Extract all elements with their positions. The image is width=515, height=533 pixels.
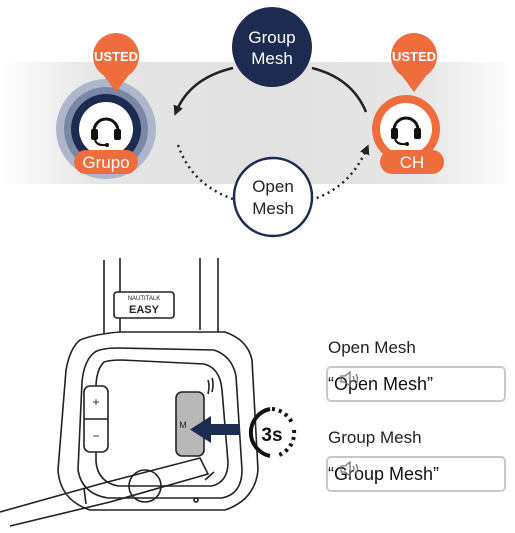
open-mesh-mode-label: Open Mesh [328, 338, 416, 357]
group-mesh-label-line2: Mesh [251, 49, 293, 68]
group-mesh-label-line1: Group [248, 28, 295, 47]
headset-icon [91, 117, 121, 147]
headset-icon [391, 116, 421, 146]
group-mesh-mode-label: Group Mesh [328, 428, 422, 447]
right-device-node: CH [372, 95, 444, 174]
hold-timer-icon: 3s [248, 407, 297, 458]
group-mesh-voice-prompt: “Group Mesh” [326, 456, 506, 492]
brand-bottom-text: EASY [129, 304, 160, 316]
right-pin-text: USTED [392, 49, 436, 64]
dotted-arc-arrows [176, 144, 370, 202]
press-arrow-icon [190, 416, 240, 443]
solid-arc-arrows [173, 66, 368, 116]
brand-top-text: NAUTITALK [128, 296, 161, 302]
left-device-node: Grupo [56, 79, 156, 179]
right-device-label: CH [400, 153, 425, 172]
speaker-icon [340, 370, 359, 388]
open-mesh-label-line2: Mesh [252, 199, 294, 218]
right-location-pin: USTED [391, 33, 437, 92]
m-key-label: M [179, 420, 187, 430]
group-mesh-prompt-text: “Group Mesh” [328, 463, 440, 484]
left-device-label: Grupo [82, 153, 129, 172]
group-mesh-node: Group Mesh [232, 7, 312, 87]
left-pin-text: USTED [94, 49, 138, 64]
hold-time-label: 3s [261, 425, 282, 446]
left-location-pin: USTED [93, 33, 139, 92]
open-mesh-label-line1: Open [252, 177, 294, 196]
minus-key-label: − [92, 429, 99, 443]
plus-key-label: + [92, 395, 99, 409]
open-mesh-voice-prompt: “Open Mesh” [326, 366, 506, 402]
headset-drawing [0, 258, 259, 527]
speaker-icon [340, 460, 359, 478]
open-mesh-node: Open Mesh [232, 156, 314, 238]
